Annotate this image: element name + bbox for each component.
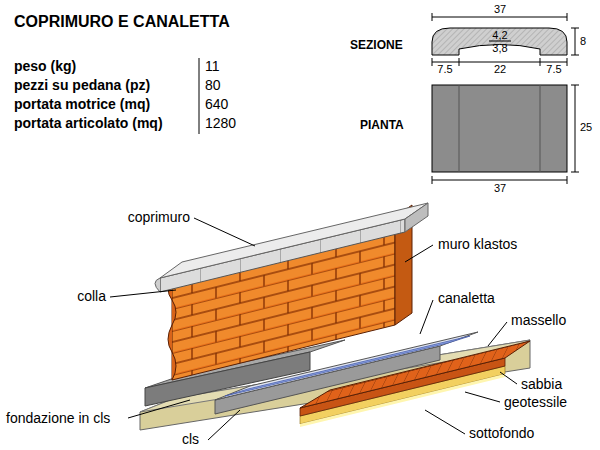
part-label: muro klastos [436,236,519,253]
dimension: 22 [494,63,506,76]
part-label: coprimuro [126,209,192,226]
table-cell: portata articolato (mq) [14,115,163,132]
view-heading: SEZIONE [350,38,403,52]
part-label: massello [509,312,568,329]
part-label: cls [180,431,201,448]
part-label: geotessile [502,394,569,411]
part-label: fondazione in cls [4,410,112,427]
table-cell: 11 [205,58,220,75]
dimension: 25 [580,121,592,134]
diagram-title: COPRIMURO E CANALETTA [14,12,230,31]
part-label: colla [75,288,108,305]
part-label: sottofondo [467,425,536,442]
table-cell: portata motrice (mq) [14,96,150,113]
dimension: 7.5 [546,63,561,76]
dimension: 3,8 [492,42,507,55]
dimension: 7.5 [437,63,452,76]
view-heading: PIANTA [360,118,404,132]
dimension: 37 [494,182,506,195]
table-cell: peso (kg) [14,58,76,75]
table-cell: pezzi su pedana (pz) [14,77,150,94]
part-label: sabbia [519,376,564,393]
table-cell: 80 [205,77,221,94]
dimension: 8 [580,35,586,48]
table-cell: 1280 [205,115,236,132]
part-label: canaletta [436,290,497,307]
table-cell: 640 [205,96,228,113]
dimension: 37 [494,3,506,16]
dimension: 4,2 [492,29,507,42]
